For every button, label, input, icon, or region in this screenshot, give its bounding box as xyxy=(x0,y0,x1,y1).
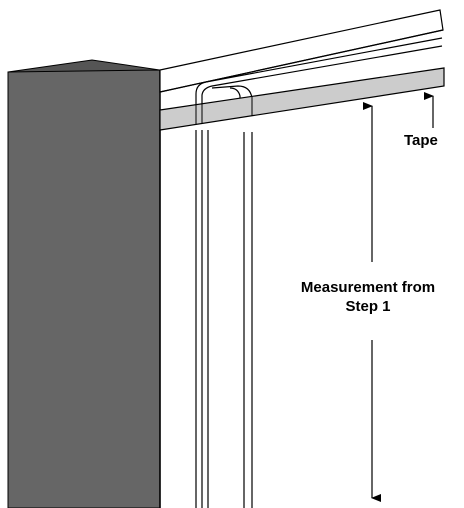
adjacent-cabinet xyxy=(7,59,161,508)
tape-label: Tape xyxy=(403,131,439,150)
cabinet-side-face xyxy=(7,69,161,508)
tape-strip xyxy=(159,67,445,131)
measurement-label: Measurement from Step 1 xyxy=(270,276,464,318)
measurement-label-line1: Measurement from xyxy=(300,279,436,296)
frame-outline xyxy=(159,37,443,508)
measurement-label-line2: Step 1 xyxy=(345,298,391,315)
